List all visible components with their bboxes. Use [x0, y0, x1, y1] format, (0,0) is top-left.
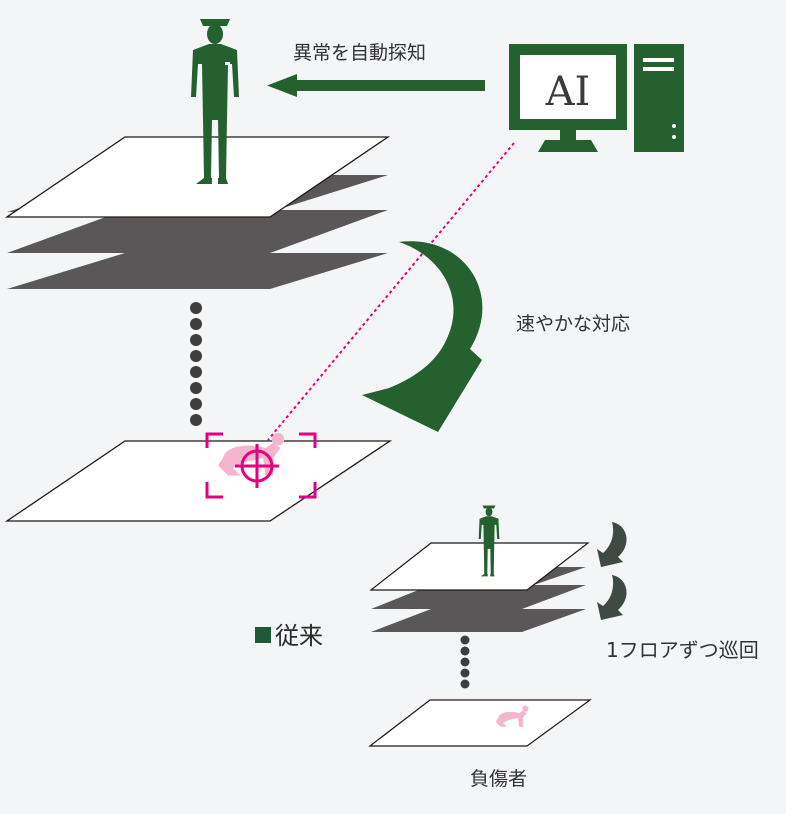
small-floor-1: [369, 542, 590, 591]
computer-monitor-icon: [509, 44, 627, 152]
detection-line: [267, 142, 515, 441]
floor-dots-top: [190, 302, 202, 426]
top-floor-stack: [4, 136, 391, 289]
detect-arrow: [267, 74, 485, 97]
small-floor-3: [371, 609, 586, 632]
top-floor-2: [7, 210, 388, 253]
top-floor-1: [4, 136, 391, 218]
heading-square-icon: [255, 627, 271, 643]
conventional-heading: 従来: [255, 624, 323, 648]
injured-person-label: 負傷者: [470, 768, 528, 790]
patrol-label: 1フロアずつ巡回: [606, 638, 759, 662]
small-incident-floor: [368, 699, 592, 747]
ai-screen-text: AI: [545, 69, 591, 115]
guard-badge: [225, 62, 230, 65]
quick-response-label: 速やかな対応: [516, 313, 631, 335]
incident-floor: [4, 440, 393, 522]
floor-dots-small: [460, 635, 470, 689]
curved-arrow-icon: [362, 241, 483, 432]
tower-pc-icon: [634, 44, 684, 152]
target-frame: [205, 432, 317, 499]
small-floor-stack: [369, 542, 590, 632]
target-crosshair-icon: [235, 444, 279, 488]
patrol-arrow-icon-1: [597, 522, 627, 567]
patrol-arrow-icon-2: [597, 575, 627, 620]
small-floor-2: [371, 585, 586, 609]
top-floor-3: [7, 253, 388, 289]
auto-detect-label: 異常を自動探知: [293, 42, 427, 64]
conventional-label: 従来: [275, 622, 323, 650]
